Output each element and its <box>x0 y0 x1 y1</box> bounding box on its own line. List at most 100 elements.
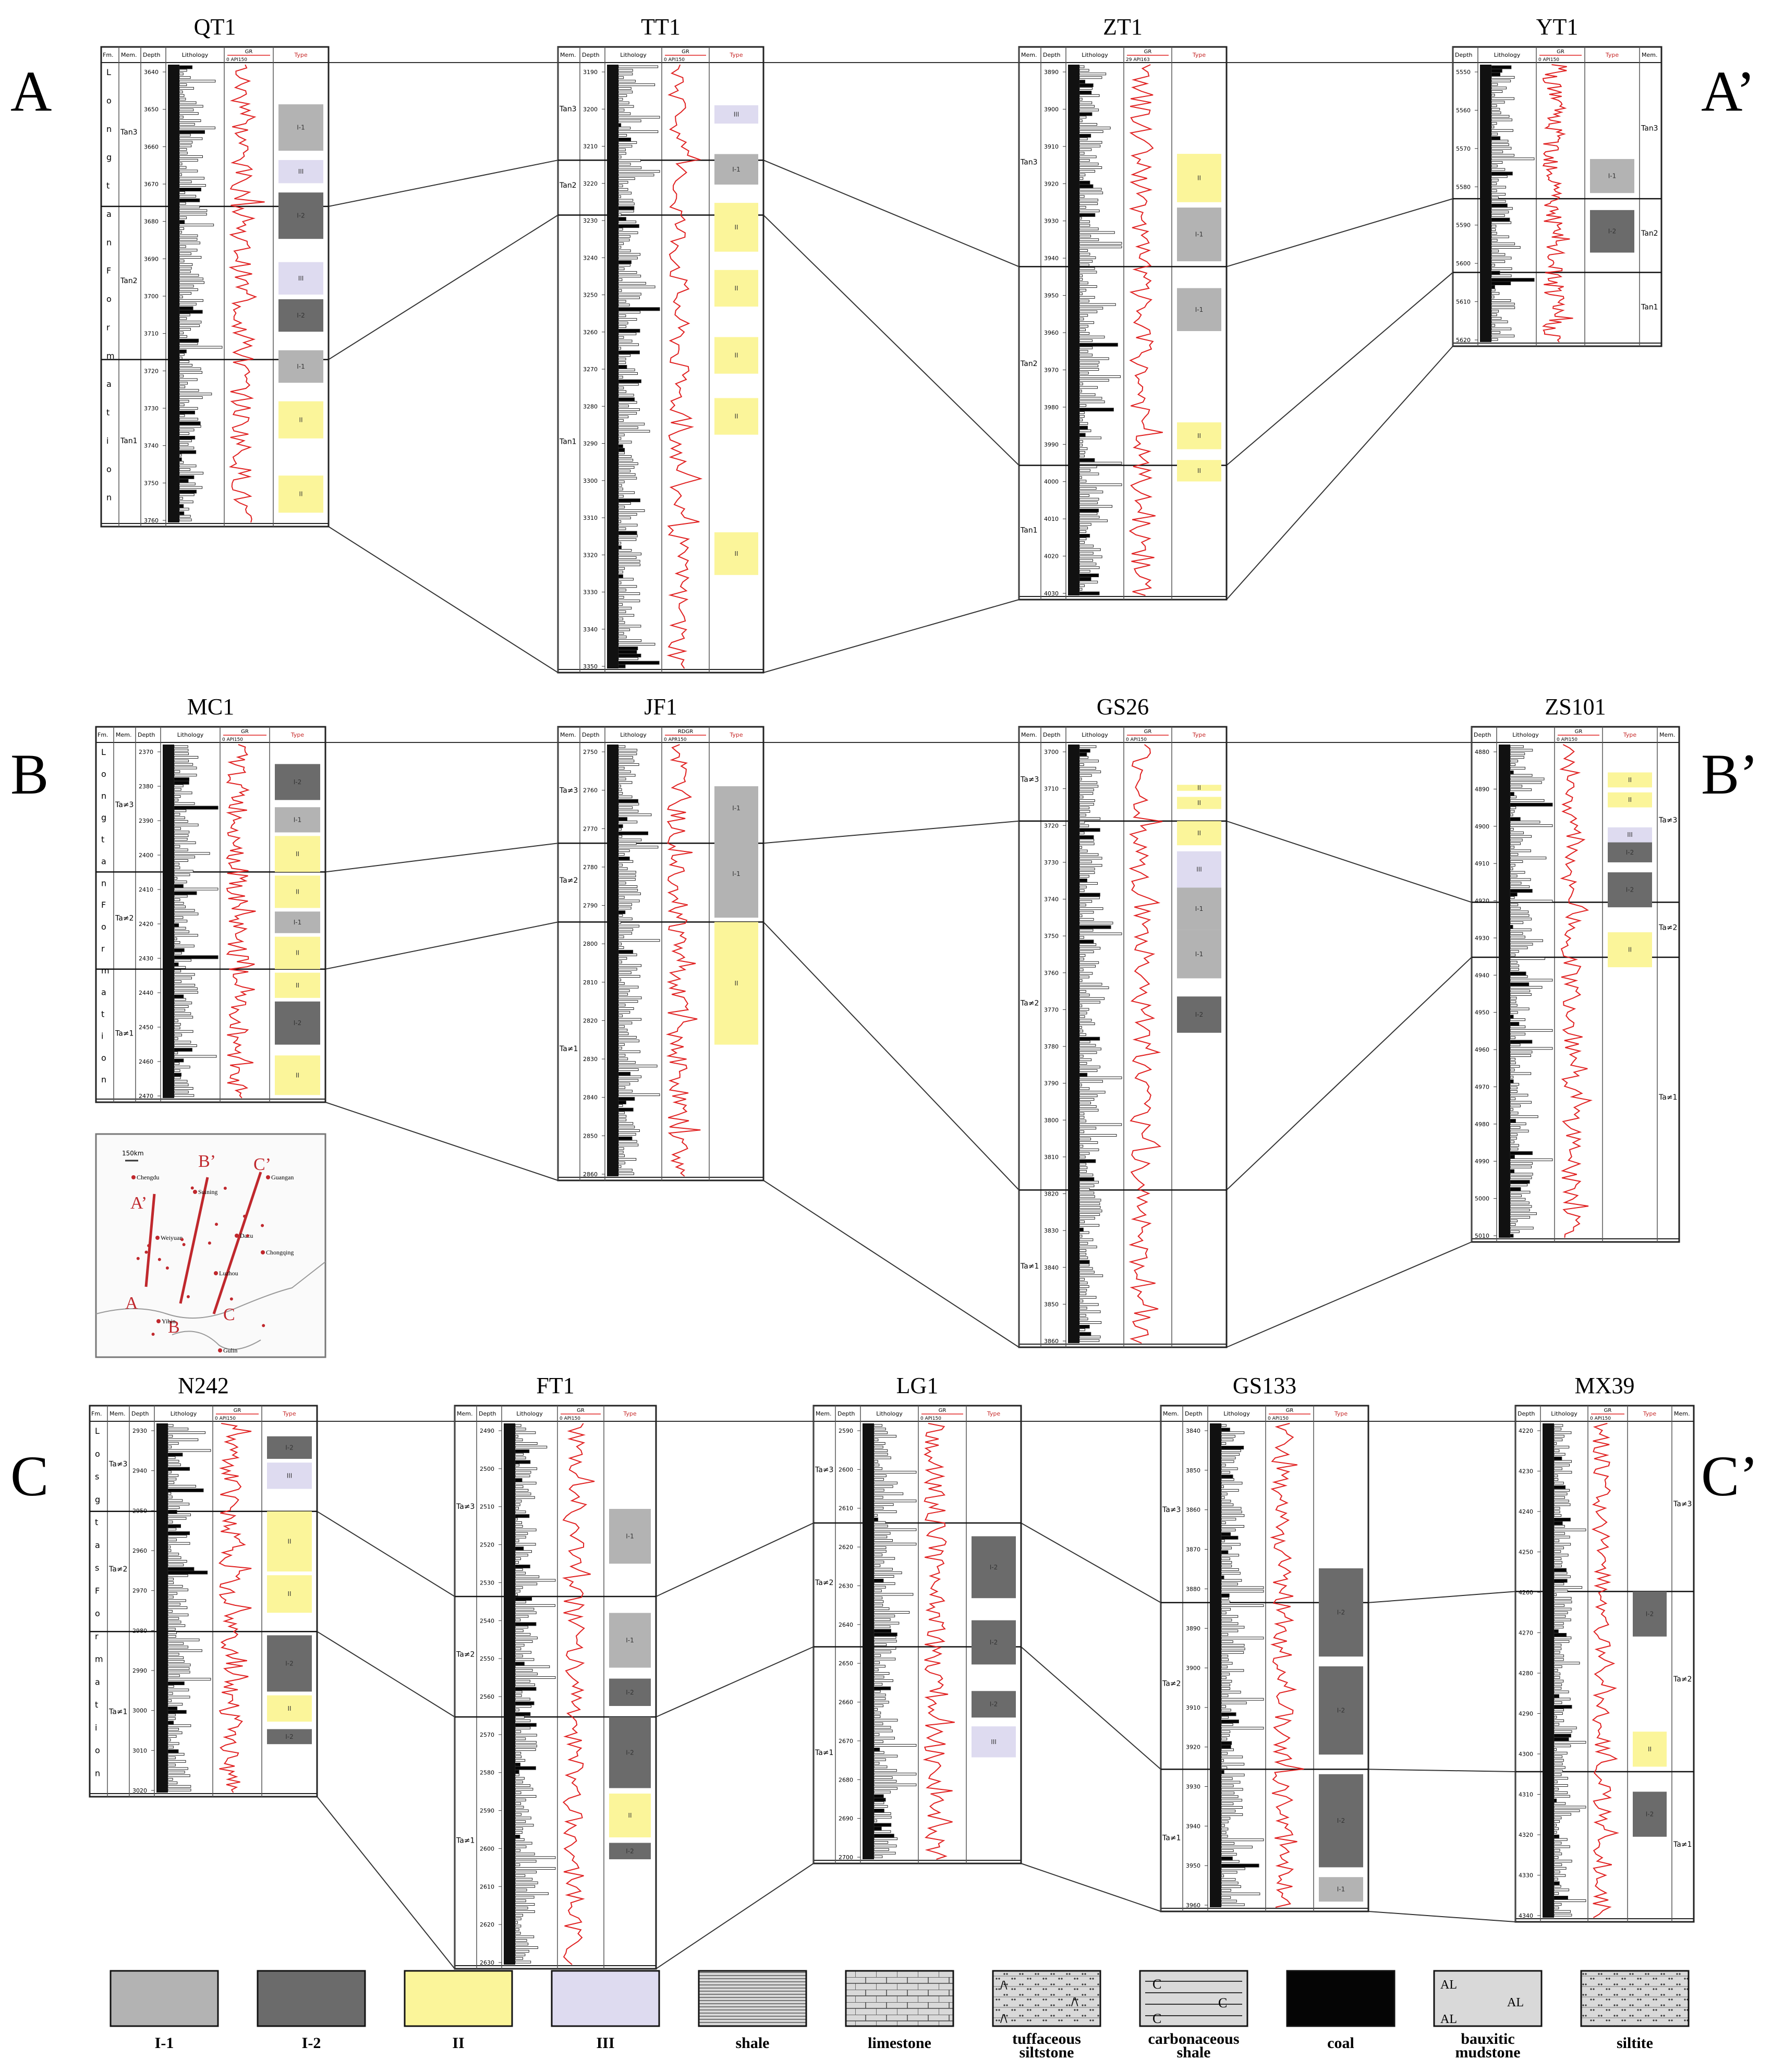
lithology-bed <box>873 1640 897 1643</box>
lithology-bed <box>873 1661 880 1664</box>
lithology-bed <box>1079 260 1093 263</box>
formation-letter: a <box>101 856 106 866</box>
legend-item-limestone: limestone <box>845 1970 954 2052</box>
lithology-bed <box>179 317 187 320</box>
lithology-bed <box>174 866 180 869</box>
lithology-bed <box>1553 1910 1571 1913</box>
depth-tick: 2370 <box>139 749 153 755</box>
lithology-bed <box>167 1449 211 1452</box>
header-lithology: Lithology <box>171 1410 197 1417</box>
lithology-bed <box>618 1122 634 1125</box>
type-block-label: II <box>734 285 738 292</box>
lithology-bed <box>873 1701 889 1704</box>
lithology-bed <box>873 1733 880 1736</box>
lithology-bed <box>618 314 626 318</box>
lithology-bed <box>1079 116 1087 119</box>
lithology-bed <box>618 134 627 137</box>
lithology-bed <box>515 1888 527 1892</box>
lithology-bed <box>1079 274 1083 277</box>
lithology-bed <box>618 448 625 452</box>
lithology-bed <box>179 321 202 324</box>
lithology-bed <box>1510 1194 1522 1197</box>
lithology-bed <box>174 980 181 983</box>
type-block-i-2 <box>1633 1791 1667 1837</box>
lithology-bed <box>1553 1672 1561 1675</box>
formation-letter: F <box>95 1586 100 1595</box>
lithology-bed <box>1491 87 1507 90</box>
header-type: Type <box>282 1410 296 1417</box>
lithology-bed <box>1079 425 1088 430</box>
city-marker <box>214 1271 218 1275</box>
depth-tick: 2510 <box>480 1504 494 1510</box>
lithology-bed <box>1510 928 1532 931</box>
lithology-bed <box>1079 497 1099 501</box>
lithology-bed <box>873 1819 877 1822</box>
lithology-bed <box>618 148 626 151</box>
lithology-bed <box>515 1755 521 1758</box>
lithology-bed <box>618 1172 635 1175</box>
lithology-bed <box>873 1528 917 1531</box>
lithology-bed <box>515 1640 533 1643</box>
lithology-bed <box>1553 1787 1559 1790</box>
lithology-bed <box>1079 828 1100 832</box>
type-block-label: II <box>1197 830 1201 837</box>
lithology-bed <box>873 1607 890 1611</box>
formation-letter: t <box>106 181 110 191</box>
lithology-bed <box>515 1453 524 1456</box>
lithology-bed <box>515 1647 521 1650</box>
lithology-bed <box>873 1604 883 1607</box>
lithology-bed <box>1221 1827 1229 1831</box>
lithology-bed <box>873 1471 917 1474</box>
lithology-bed <box>1510 899 1553 903</box>
lithology-bed <box>1510 857 1547 860</box>
lithology-bed <box>1553 1831 1557 1834</box>
lithology-bed <box>873 1718 898 1722</box>
lithology-bed <box>1079 1008 1089 1011</box>
depth-tick: 2430 <box>139 955 153 962</box>
lithology-bed <box>618 430 650 433</box>
lithology-bed <box>1221 1557 1230 1561</box>
lithology-bed <box>873 1489 884 1492</box>
correlation-line <box>763 1180 1019 1348</box>
legend-pattern-glyph: /\ <box>1071 1995 1078 2008</box>
lithology-bed <box>1553 1892 1559 1895</box>
formation-letter: a <box>106 379 112 389</box>
lithology-bed <box>1079 749 1090 753</box>
lithology-bed <box>1079 947 1101 950</box>
lithology-bed <box>1553 1726 1577 1729</box>
lithology-bed <box>515 1521 523 1524</box>
type-block-label: I-2 <box>285 1660 294 1667</box>
depth-tick: 2990 <box>132 1667 147 1674</box>
lithology-bed <box>1221 1680 1232 1683</box>
legend-label: I-2 <box>302 2034 321 2052</box>
lithology-bed <box>618 415 629 418</box>
lithology-bed <box>1553 1777 1568 1780</box>
lithology-bed <box>1553 1906 1559 1909</box>
lithology-bed <box>873 1812 891 1815</box>
type-block-label: I-2 <box>294 778 302 786</box>
lithology-bed <box>515 1435 518 1438</box>
correlation-line <box>763 160 1019 267</box>
lithology-bed <box>618 491 635 494</box>
lithology-bed <box>1510 1087 1518 1090</box>
lithology-bed <box>179 371 203 374</box>
lithology-bed <box>1079 929 1094 932</box>
lithology-bed <box>167 1724 191 1727</box>
lithology-bed <box>1491 65 1512 69</box>
section-label-b: B <box>10 742 48 806</box>
depth-tick: 3760 <box>1044 970 1059 977</box>
lithology-bed <box>515 1824 534 1827</box>
map-letter-a: A <box>125 1294 138 1313</box>
lithology-bed <box>1510 907 1521 910</box>
lithology-bed <box>1491 154 1515 157</box>
lithology-bed <box>618 184 623 187</box>
legend-item-i-2: I-2 <box>257 1970 366 2052</box>
lithology-bed <box>1079 563 1097 566</box>
lithology-bed <box>618 657 638 660</box>
lithology-bed <box>1079 1144 1084 1148</box>
lithology-bed <box>1079 202 1098 205</box>
formation-letter: a <box>101 988 106 997</box>
lithology-bed <box>1510 1180 1530 1184</box>
lithology-bed <box>618 856 630 860</box>
member-label: Ta≠2 <box>559 876 578 885</box>
